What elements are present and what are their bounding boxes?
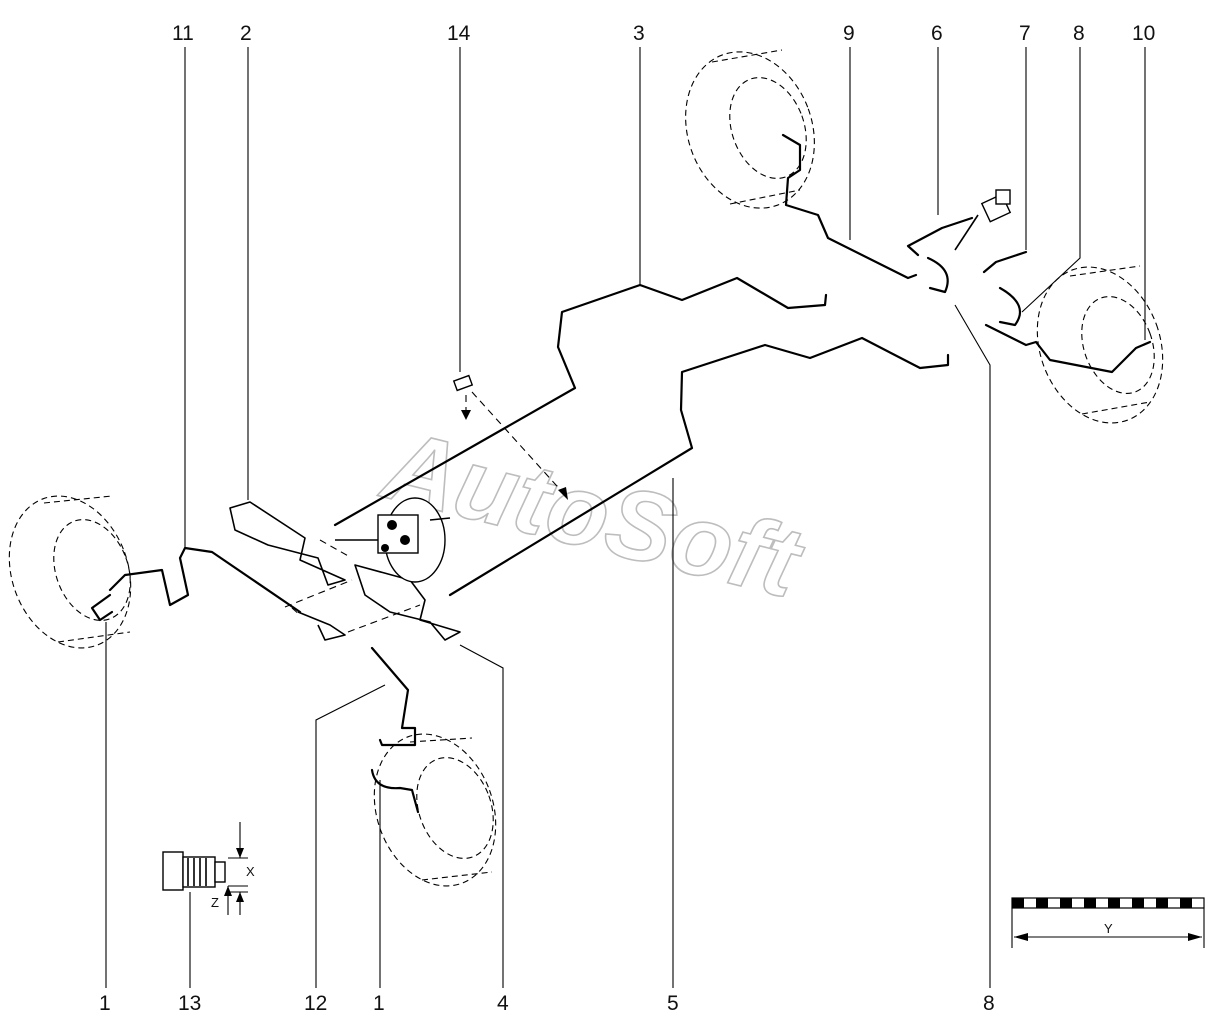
callout-13: 13 [178,992,201,1015]
pipe-5 [448,336,950,597]
pipe-nut-detail-13 [162,822,248,915]
dimension-z-label: Z [211,895,219,910]
hose-front-right [90,593,114,622]
callout-10: 10 [1132,22,1155,45]
callout-5: 5 [667,992,679,1015]
callout-12: 12 [304,992,327,1015]
pipe-12 [370,646,417,747]
callout-3: 3 [633,22,645,45]
scale-bar-label: Y [1104,921,1113,936]
callout-9: 9 [843,22,855,45]
hose-front-left [370,768,420,814]
ref-dashed-lines [284,539,421,633]
callout-2-top: 2 [240,22,252,45]
pipe-7 [982,250,1028,274]
callout-4: 4 [497,992,509,1015]
callout-14: 14 [447,22,471,45]
callout-11: 11 [172,22,194,45]
bracket-2b [297,611,346,641]
master-cylinder [335,497,451,583]
callout-8-top: 8 [1073,22,1085,45]
scale-bar [1011,897,1205,948]
hose-rear-right [926,256,949,294]
dimension-x-label: X [246,864,255,879]
pipe-6 [906,216,974,257]
pressure-regulator [954,189,1012,251]
pipe-3 [333,276,828,527]
wheel-front-left [373,733,497,887]
callout-1-right: 1 [373,992,385,1015]
pipe-9 [781,133,918,280]
bracket-2 [229,501,346,586]
wheel-rear-right [685,49,815,209]
callout-8-bottom: 8 [983,992,995,1015]
pipe-11 [108,546,302,614]
wheel-front-right [8,495,132,649]
wheel-rear-left [1036,265,1164,424]
pipe-10 [984,323,1152,374]
hose-rear-left [998,286,1022,327]
callout-7: 7 [1019,22,1031,45]
bracket-4 [354,564,461,641]
callout-6: 6 [931,22,943,45]
callout-1-left: 1 [99,992,111,1015]
clip-14 [452,374,474,392]
